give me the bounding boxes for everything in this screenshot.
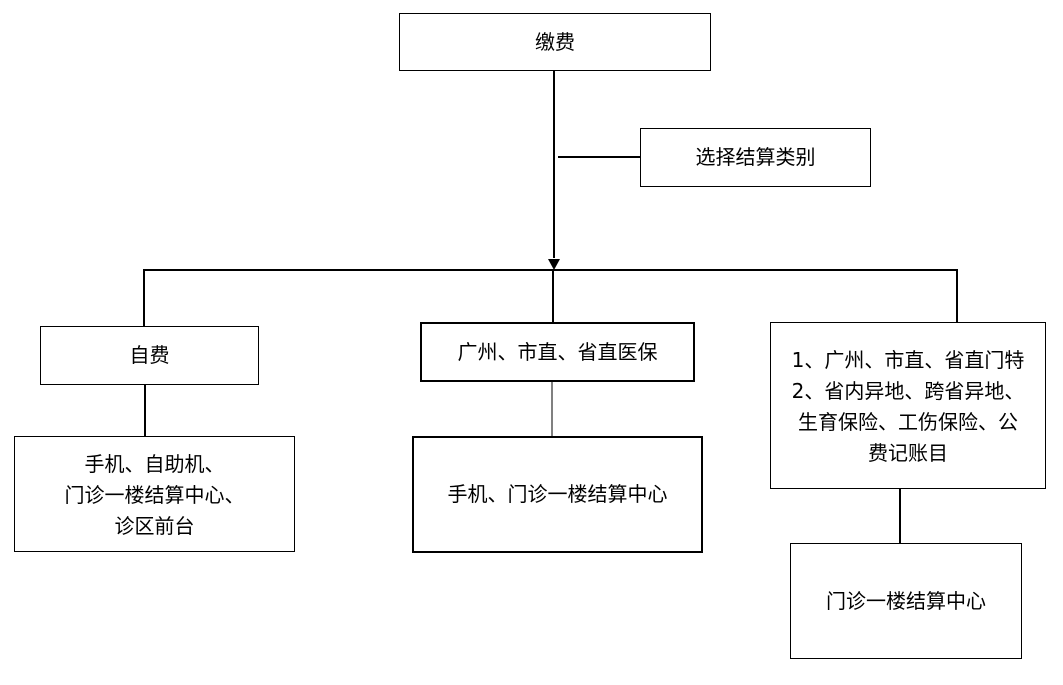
- category-label: 1、广州、市直、省直门特 2、省内异地、跨省异地、 生育保险、工伤保险、公 费记…: [791, 347, 1025, 465]
- channel-node-self-pay: 手机、自助机、 门诊一楼结算中心、 诊区前台: [14, 436, 295, 552]
- category-node-special: 1、广州、市直、省直门特 2、省内异地、跨省异地、 生育保险、工伤保险、公 费记…: [770, 322, 1046, 489]
- root-label: 缴费: [535, 29, 575, 54]
- category-node-insurance: 广州、市直、省直医保: [420, 322, 695, 382]
- category-label: 广州、市直、省直医保: [457, 339, 658, 364]
- category-label: 自费: [129, 343, 170, 367]
- trunk-arrowhead: [548, 259, 560, 270]
- channel-node-insurance: 手机、门诊一楼结算中心: [412, 436, 703, 553]
- root-node: 缴费: [399, 13, 711, 71]
- channel-node-special: 门诊一楼结算中心: [790, 543, 1022, 659]
- condition-node: 选择结算类别: [640, 128, 871, 187]
- category-node-self-pay: 自费: [40, 326, 259, 385]
- channel-label: 手机、自助机、 门诊一楼结算中心、 诊区前台: [64, 451, 245, 538]
- channel-label: 门诊一楼结算中心: [826, 588, 986, 613]
- condition-label: 选择结算类别: [695, 145, 816, 169]
- channel-label: 手机、门诊一楼结算中心: [447, 482, 668, 506]
